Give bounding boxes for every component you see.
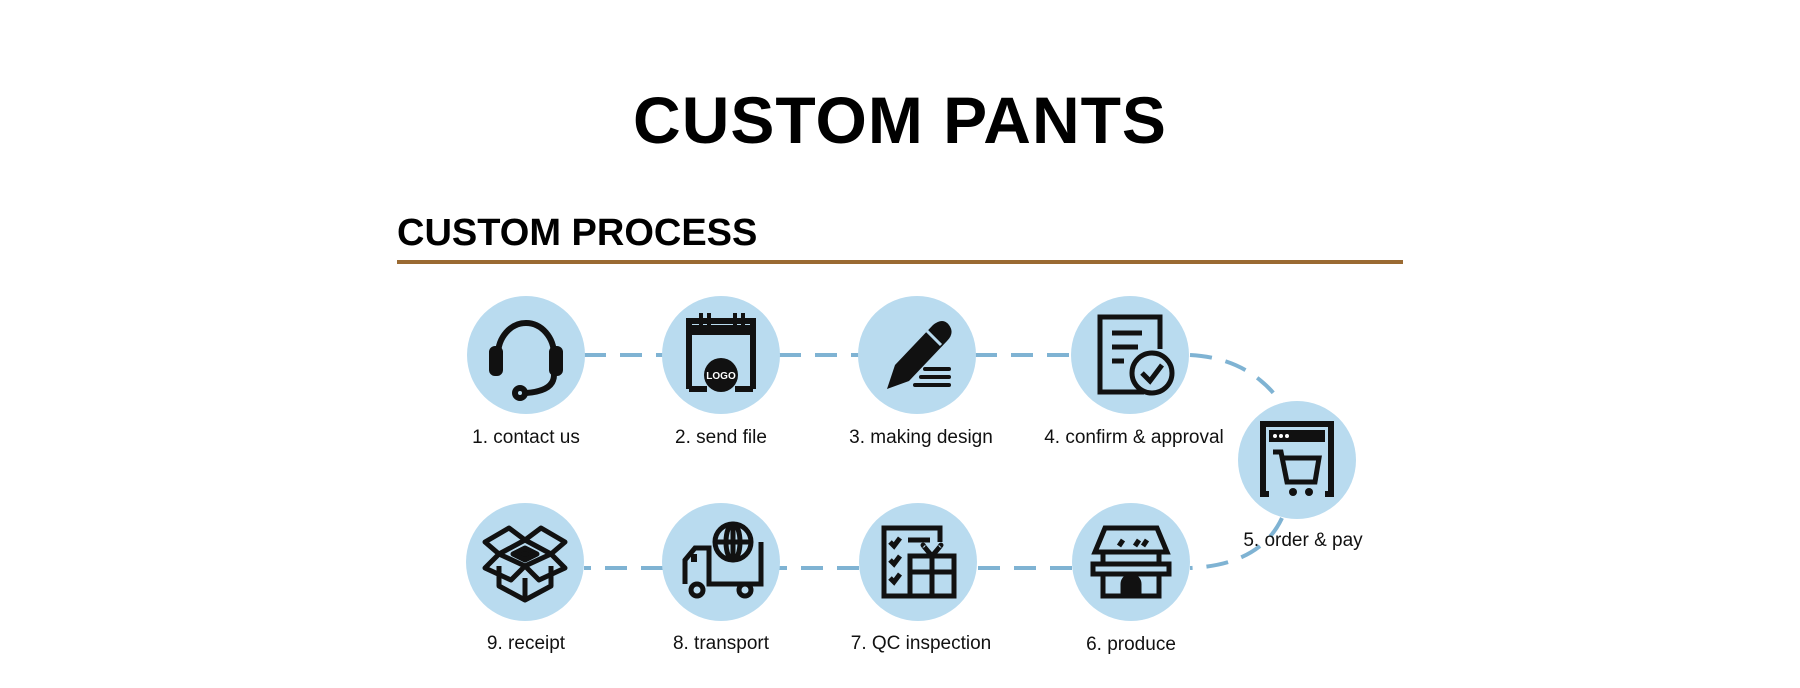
section-divider [397, 260, 1403, 264]
step-5-node [1238, 401, 1356, 519]
step-label-1: 1. contact us [472, 427, 580, 448]
step-2-node: LOGO [662, 296, 780, 414]
pencil-icon [887, 321, 952, 389]
step-label-6: 6. produce [1086, 634, 1176, 655]
step-9-node [466, 503, 584, 621]
step-label-5: 5. order & pay [1243, 530, 1363, 551]
step-label-7: 7. QC inspection [850, 633, 992, 654]
page-title: CUSTOM PANTS [633, 83, 1167, 157]
headset-icon [489, 320, 563, 401]
connector-4-5 [1189, 353, 1284, 406]
step-label-4: 4. confirm & approval [1044, 427, 1224, 448]
step-6-node [1072, 503, 1190, 621]
section-title: CUSTOM PROCESS [397, 212, 758, 254]
svg-text:LOGO: LOGO [706, 371, 736, 382]
shopping-cart-icon [1260, 421, 1334, 497]
step-1-node [467, 296, 585, 414]
open-box-icon [482, 525, 568, 603]
step-4-node [1071, 296, 1189, 414]
step-label-2: 2. send file [675, 427, 767, 448]
delivery-truck-icon [682, 521, 764, 599]
checklist-gift-icon [881, 525, 957, 599]
connector-5-6 [1189, 517, 1284, 570]
factory-icon [1090, 525, 1172, 599]
logo-file-icon: LOGO [686, 313, 756, 392]
step-label-3: 3. making design [849, 427, 993, 448]
step-8-node [662, 503, 780, 621]
step-3-node [858, 296, 976, 414]
step-label-8: 8. transport [672, 633, 770, 654]
step-label-9: 9. receipt [486, 633, 566, 654]
step-7-node [859, 503, 977, 621]
document-check-icon [1097, 314, 1175, 396]
